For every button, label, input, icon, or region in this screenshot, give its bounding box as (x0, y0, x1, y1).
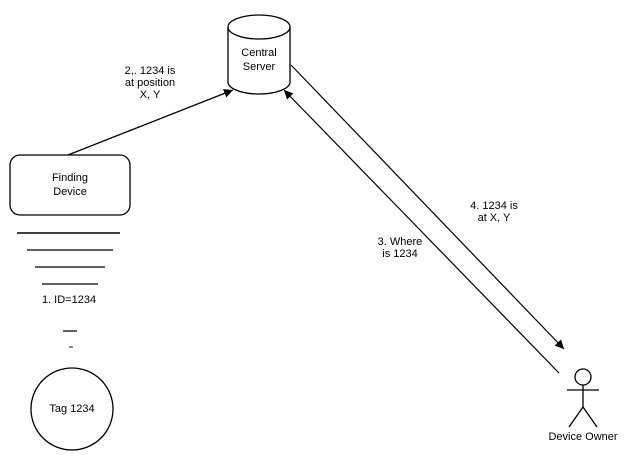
device-owner-actor-icon (567, 368, 599, 428)
message-2-label-line1: 2,. 1234 is (124, 65, 176, 77)
finding-device-box-shape (9, 154, 131, 216)
tag-circle-shape (30, 367, 114, 451)
message-3-label-line2: is 1234 (382, 248, 418, 260)
message-2-label: 2,. 1234 is at position X, Y (105, 65, 195, 101)
arrow-3-where-is-query (283, 89, 560, 374)
message-1-label: 1. ID=1234 (41, 294, 97, 306)
message-2-label-line3: X, Y (139, 89, 161, 101)
finding-device-label-line1: Finding (51, 172, 89, 184)
central-server-cylinder-shape (227, 14, 291, 95)
tag-label: Tag 1234 (49, 403, 95, 415)
message-3-label: 3. Where is 1234 (355, 236, 445, 260)
message-4-label: 4. 1234 is at X, Y (449, 200, 539, 224)
arrow-2-report-position (67, 89, 234, 156)
message-2-label-line2: at position (124, 77, 176, 89)
central-server-label: Central Server (228, 46, 290, 74)
message-4-label-line1: 4. 1234 is (470, 200, 518, 212)
arrow-4-position-reply (290, 64, 565, 350)
finding-device-label: Finding Device (10, 171, 130, 199)
finding-device-label-line2: Device (53, 186, 87, 198)
message-4-label-line2: at X, Y (477, 212, 511, 224)
central-server-label-line1: Central (241, 47, 277, 59)
message-3-label-line1: 3. Where (377, 236, 423, 248)
central-server-label-line2: Server (242, 61, 276, 73)
device-owner-label: Device Owner (548, 431, 618, 443)
signal-waves-icon (17, 232, 120, 348)
